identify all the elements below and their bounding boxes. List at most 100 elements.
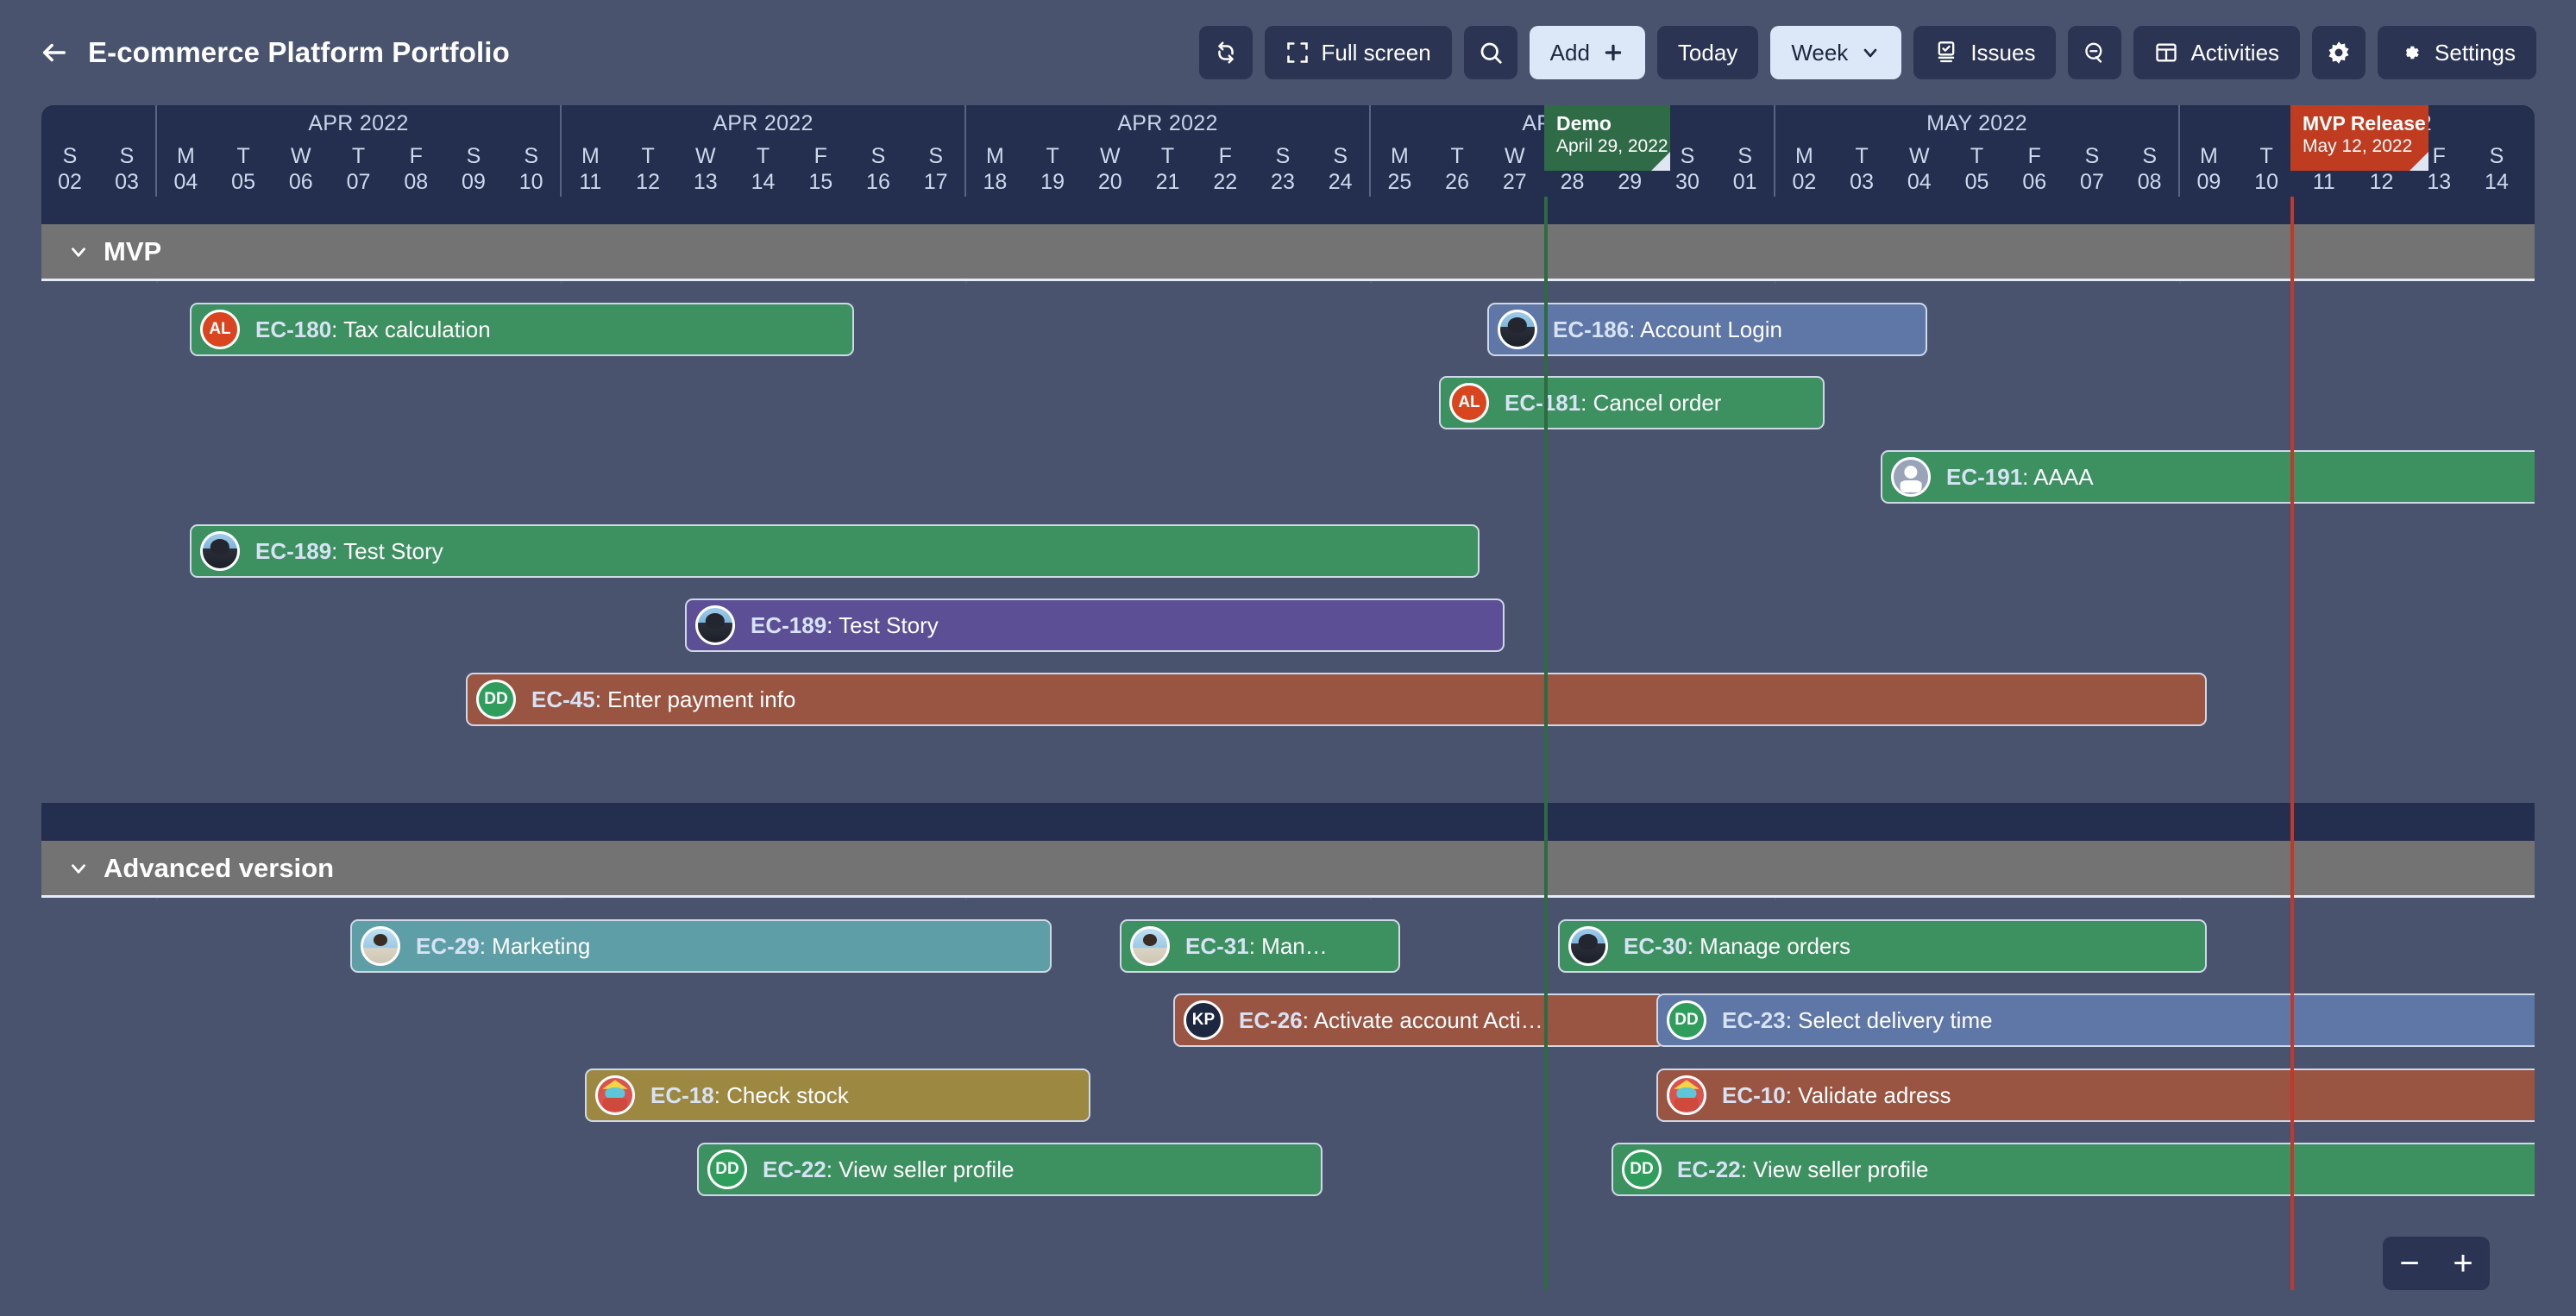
gantt-task-bar[interactable]: EC-189: Test Story (685, 598, 1505, 652)
task-summary: View seller profile (1753, 1156, 1929, 1182)
gantt-task-bar[interactable]: EC-18: Check stock (585, 1068, 1090, 1122)
today-button[interactable]: Today (1656, 26, 1759, 79)
day-number: 08 (404, 170, 429, 194)
issues-button[interactable]: Issues (1913, 26, 2057, 79)
week-month-label (41, 105, 155, 141)
day-of-week: T (236, 144, 250, 168)
task-label: EC-18: Check stock (650, 1082, 849, 1109)
avatar: DD (707, 1150, 747, 1189)
task-summary-sep: : (1580, 389, 1593, 416)
day-of-week: S (1275, 144, 1291, 168)
gantt-task-bar[interactable]: EC-186: Account Login (1487, 303, 1927, 356)
activities-button[interactable]: Activities (2133, 26, 2301, 79)
gantt-task-bar[interactable]: EC-29: Marketing (350, 919, 1052, 973)
group-header-row[interactable]: MVP (41, 224, 2535, 281)
task-label: EC-23: Select delivery time (1722, 1007, 1993, 1034)
gantt-task-bar[interactable]: EC-191: AAAA (1881, 450, 2535, 504)
zoom-out-button[interactable]: − (2383, 1237, 2436, 1290)
task-label: EC-26: Activate account Acti… (1239, 1007, 1543, 1034)
task-summary: Validate adress (1798, 1081, 1951, 1108)
group-header-row[interactable]: Advanced version (41, 841, 2535, 898)
timeline-day-cell[interactable]: S15 (2525, 141, 2535, 197)
gantt-task-bar[interactable]: EC-30: Manage orders (1558, 919, 2207, 973)
fullscreen-button[interactable]: Full screen (1264, 26, 1452, 79)
gantt-task-bar[interactable]: EC-31: Man… (1120, 919, 1400, 973)
chevron-down-icon[interactable] (67, 857, 90, 880)
search-button[interactable] (1463, 26, 1517, 79)
zoom-in-button[interactable]: + (2436, 1237, 2490, 1290)
day-number: 19 (1040, 170, 1065, 194)
add-button[interactable]: Add (1529, 26, 1645, 79)
task-key: EC-189 (255, 537, 332, 564)
week-select[interactable]: Week (1770, 26, 1902, 79)
refresh-button[interactable] (1198, 26, 1253, 79)
gantt-task-bar[interactable]: EC-189: Test Story (190, 524, 1480, 578)
day-number: 07 (346, 170, 371, 194)
mvp-release-marker-line (2290, 197, 2294, 1290)
avatar (1891, 457, 1931, 497)
task-label: EC-30: Manage orders (1624, 933, 1850, 960)
comments-button[interactable] (2068, 26, 2122, 79)
milestone-title: MVP Release (2303, 112, 2426, 135)
back-icon[interactable] (35, 33, 74, 72)
avatar: DD (476, 680, 516, 719)
gantt-task-bar[interactable]: EC-10: Validate adress (1656, 1068, 2535, 1122)
day-of-week: T (2259, 144, 2273, 168)
chevron-down-icon[interactable] (67, 241, 90, 263)
settings-button[interactable]: Settings (2378, 26, 2536, 79)
section-spacer (41, 803, 2535, 841)
day-of-week: M (2199, 144, 2218, 168)
task-summary-sep: : (1629, 316, 1641, 342)
milestone-notch-icon (1651, 152, 1670, 171)
theme-button[interactable] (2312, 26, 2366, 79)
